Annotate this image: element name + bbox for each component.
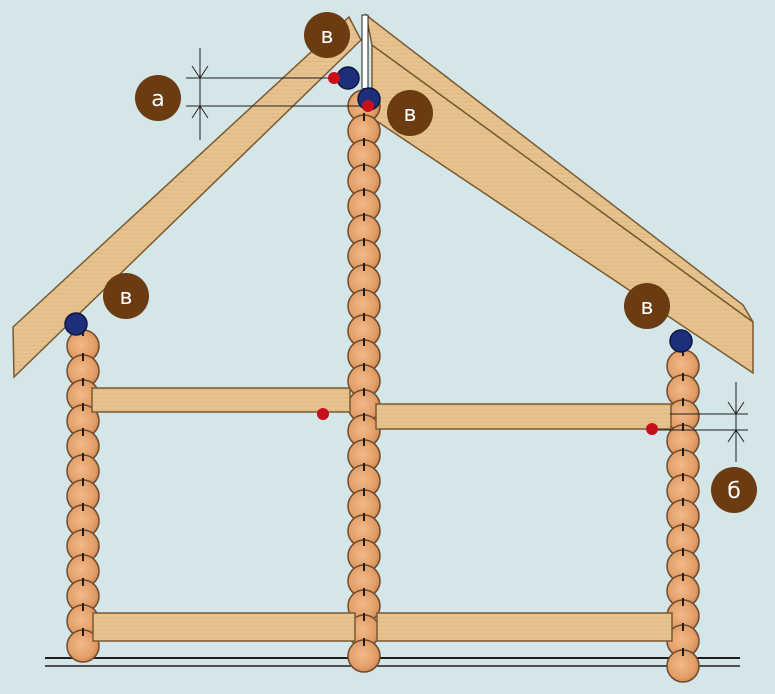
label-v-text: в	[120, 285, 133, 310]
left-ceiling-beam	[91, 387, 351, 413]
label-v-left-eave: в	[103, 273, 149, 319]
right-log-wall	[666, 348, 700, 683]
label-a: а	[135, 75, 181, 121]
label-v-text: в	[641, 295, 654, 320]
right-rafter-upper	[364, 13, 754, 323]
label-v-text: в	[321, 24, 334, 49]
ridge-reference-left	[328, 72, 340, 84]
dimension-gap-b	[655, 382, 748, 462]
right-rafter-lower	[371, 43, 754, 375]
ridge-reference-right	[362, 100, 374, 112]
reference-points	[317, 72, 658, 435]
label-v-ridge-top: в	[304, 12, 350, 58]
right-ceiling-beam	[375, 403, 672, 430]
right-beam-reference	[646, 423, 658, 435]
ridge-joint-left	[336, 66, 360, 90]
left-floor-beam	[92, 612, 356, 642]
left-rafter	[12, 15, 362, 379]
left-beam-reference	[317, 408, 329, 420]
label-v-text: в	[404, 102, 417, 127]
dimension-gap-a	[186, 48, 366, 140]
left-log-wall	[66, 328, 100, 663]
right-floor-beam	[376, 612, 673, 642]
label-b: б	[711, 467, 757, 513]
right-eave-joint	[669, 329, 693, 353]
label-v-right-eave: в	[624, 283, 670, 329]
label-v-ridge-right: в	[387, 90, 433, 136]
center-log-wall	[347, 88, 381, 673]
left-eave-joint	[64, 312, 88, 336]
label-b-text: б	[727, 479, 741, 504]
ground-lines	[45, 657, 740, 667]
label-a-text: а	[151, 87, 164, 112]
